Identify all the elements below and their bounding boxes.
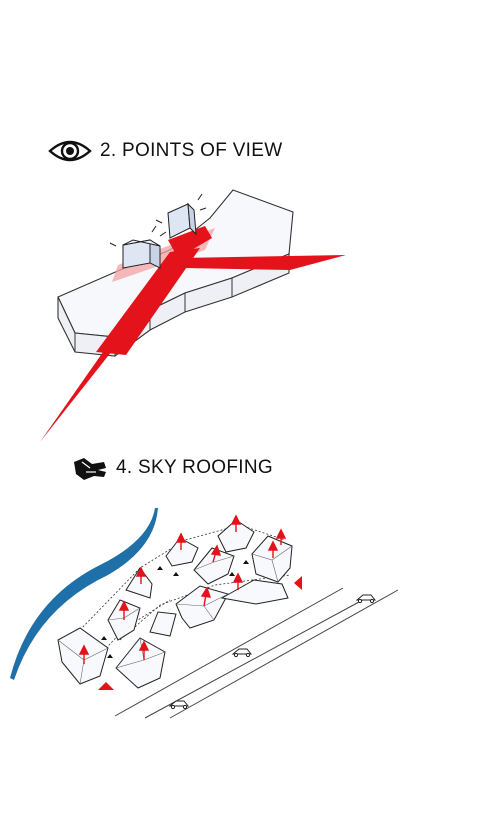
view-cone-top xyxy=(168,226,212,258)
car-icon xyxy=(168,700,190,710)
points-of-view-diagram xyxy=(40,189,346,442)
pedestrian-path xyxy=(79,524,291,661)
roof-block xyxy=(57,519,293,689)
tree xyxy=(101,560,249,658)
entrance-marker xyxy=(294,576,302,590)
view-box-left xyxy=(109,225,167,269)
points-of-view-title: 2. POINTS OF VIEW xyxy=(100,140,283,161)
sky-roofing-title: 4. SKY ROOFING xyxy=(116,457,273,478)
view-cone-right xyxy=(180,255,346,270)
sky-arrow xyxy=(78,514,287,664)
hand-icon xyxy=(74,458,106,480)
sky-roofing-heading: 4. SKY ROOFING xyxy=(72,454,273,482)
car-icon xyxy=(355,594,377,604)
points-of-view-heading: 2. POINTS OF VIEW xyxy=(48,137,282,165)
car-icon xyxy=(231,648,253,658)
road xyxy=(114,587,399,719)
view-cone-mid xyxy=(96,248,200,355)
eye-icon xyxy=(48,140,92,162)
view-box-right xyxy=(155,193,207,239)
entrance-marker xyxy=(98,682,114,690)
sky-roofing-diagram xyxy=(10,508,399,719)
